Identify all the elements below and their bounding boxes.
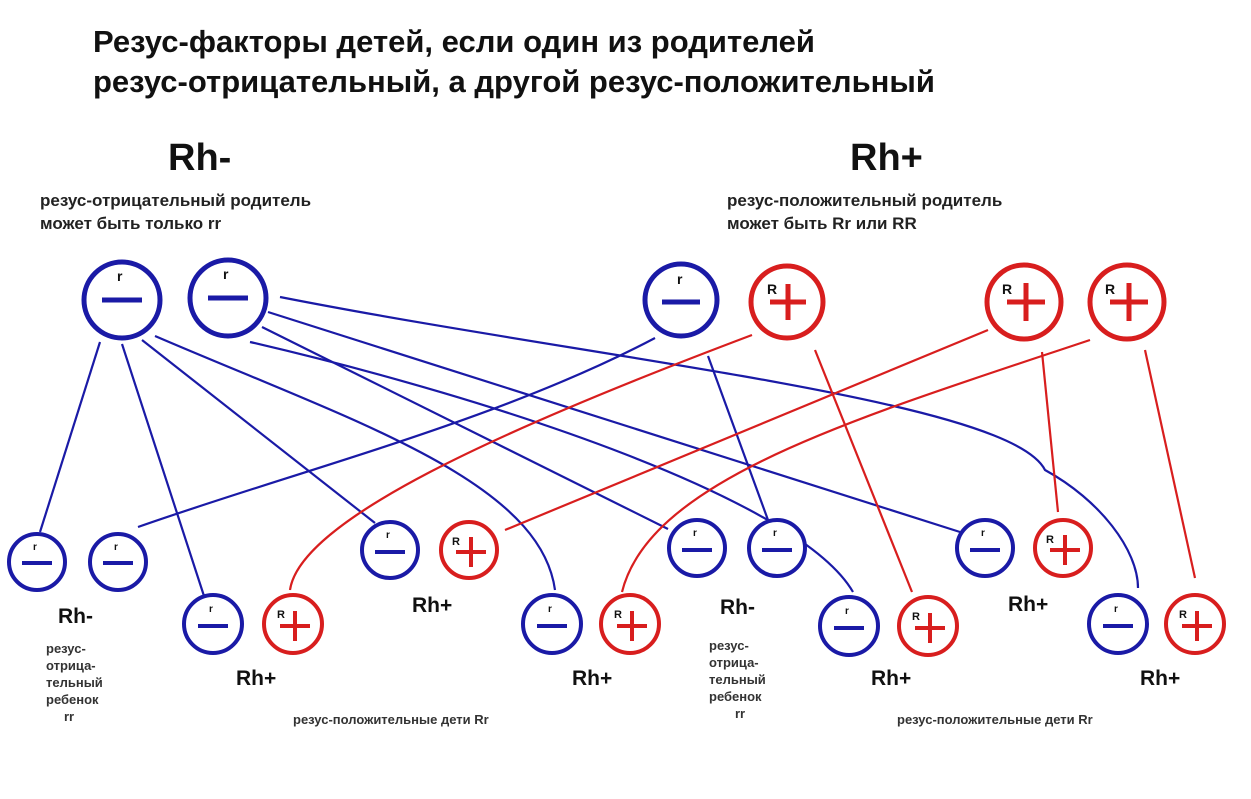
allele-label: R <box>1105 281 1115 297</box>
negative-child-note-1: резус- отрица- тельный ребенок rr <box>46 641 103 724</box>
child-phenotype: Rh+ <box>871 667 911 690</box>
positive-parent-rr-circles: r R <box>642 261 826 341</box>
line-neg1-to-child7 <box>154 334 557 591</box>
line-posA-R-to-child4 <box>288 333 753 591</box>
svg-text:резус-: резус- <box>46 641 86 656</box>
positive-parent-RR-allele-2: R <box>1087 262 1167 342</box>
allele-label: r <box>117 268 123 284</box>
title-line-1: Резус-факторы детей, если один из родите… <box>93 24 815 59</box>
allele-label: r <box>981 528 985 539</box>
child-phenotype: Rh+ <box>1008 593 1048 616</box>
line-neg2-to-child15 <box>279 295 1140 589</box>
child-group-2: r R Rh+ <box>182 593 324 690</box>
svg-text:rr: rr <box>64 709 74 724</box>
positive-parent-desc-1: резус-положительный родитель <box>727 191 1002 210</box>
child-phenotype: Rh+ <box>236 667 276 690</box>
line-posB-to-child8 <box>620 338 1091 593</box>
negative-parent-allele-2: r <box>187 257 269 339</box>
svg-text:резус-: резус- <box>709 638 749 653</box>
line-posA-to-child10 <box>706 355 770 521</box>
child-group-5: r r Rh- <box>667 518 807 619</box>
allele-label: r <box>693 528 697 539</box>
child-phenotype: Rh+ <box>572 667 612 690</box>
child-group-6: r R Rh+ <box>818 595 959 690</box>
allele-label: R <box>1046 534 1054 546</box>
allele-label: R <box>452 536 460 548</box>
positive-parent-RR-circles: R R <box>984 262 1167 342</box>
allele-label: r <box>677 271 683 287</box>
allele-label: r <box>223 266 229 282</box>
connection-lines <box>38 295 1197 597</box>
line-posB-to-child14 <box>1040 351 1060 513</box>
negative-parent-circles: r r <box>81 257 269 341</box>
child-group-8: r R Rh+ <box>1087 593 1226 690</box>
line-neg2-to-child11 <box>249 340 854 593</box>
line-posB-to-child16 <box>1143 349 1197 579</box>
negative-parent-desc-1: резус-отрицательный родитель <box>40 191 311 210</box>
svg-text:ребенок: ребенок <box>46 692 99 707</box>
negative-parent-allele-1: r <box>81 259 163 341</box>
positive-parent-heading: Rh+ <box>850 137 923 179</box>
svg-text:rr: rr <box>735 706 745 721</box>
svg-text:отрица-: отрица- <box>709 655 759 670</box>
line-posA-to-child2 <box>137 337 656 529</box>
child-group-1: r r Rh- <box>7 532 148 628</box>
svg-text:тельный: тельный <box>709 672 766 687</box>
allele-label: r <box>845 606 849 617</box>
allele-label: R <box>767 281 777 297</box>
line-neg2-to-child9 <box>261 326 669 530</box>
positive-children-note-2: резус-положительные дети Rr <box>897 712 1093 727</box>
positive-parent-desc-2: может быть Rr или RR <box>727 214 917 233</box>
positive-parent-Rr-allele-R: R <box>748 263 826 341</box>
child-group-7: r R Rh+ <box>955 518 1093 616</box>
negative-parent-heading: Rh- <box>168 137 231 179</box>
negative-parent-desc-2: может быть только rr <box>40 214 221 233</box>
child-phenotype: Rh- <box>720 596 755 619</box>
positive-children-note-1: резус-положительные дети Rr <box>293 712 489 727</box>
allele-label: r <box>386 530 390 541</box>
child-phenotype: Rh- <box>58 605 93 628</box>
allele-label: R <box>912 611 920 623</box>
line-neg1-to-child5 <box>141 339 376 524</box>
allele-label: r <box>114 542 118 553</box>
allele-label: r <box>1114 604 1118 615</box>
allele-label: R <box>1179 609 1187 621</box>
line-neg1-to-child3 <box>120 343 206 597</box>
child-group-4: r R Rh+ <box>521 593 661 690</box>
child-phenotype: Rh+ <box>412 594 452 617</box>
line-posA-R-to-child12 <box>813 349 914 593</box>
allele-label: R <box>1002 281 1012 297</box>
line-neg1-to-child1 <box>38 341 102 533</box>
allele-label: r <box>548 604 552 615</box>
line-neg2-to-child13 <box>267 310 961 534</box>
allele-label: R <box>277 609 285 621</box>
line-posB-to-child6 <box>504 328 989 532</box>
allele-label: R <box>614 609 622 621</box>
svg-text:ребенок: ребенок <box>709 689 762 704</box>
title-line-2: резус-отрицательный, а другой резус-поло… <box>93 64 935 99</box>
child-phenotype: Rh+ <box>1140 667 1180 690</box>
positive-parent-Rr-allele-r: r <box>642 261 720 339</box>
child-group-3: r R Rh+ <box>360 520 499 617</box>
positive-parent-RR-allele-1: R <box>984 262 1064 342</box>
negative-child-note-2: резус- отрица- тельный ребенок rr <box>709 638 766 721</box>
allele-label: r <box>209 604 213 615</box>
svg-text:отрица-: отрица- <box>46 658 96 673</box>
svg-text:тельный: тельный <box>46 675 103 690</box>
allele-label: r <box>773 528 777 539</box>
allele-label: r <box>33 542 37 553</box>
